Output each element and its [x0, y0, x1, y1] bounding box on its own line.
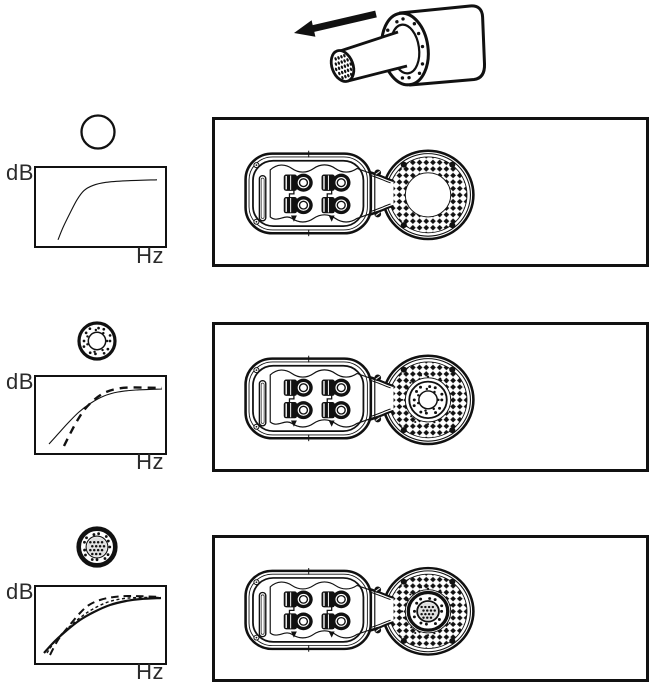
x-axis-label: Hz: [136, 243, 164, 268]
removal-arrow-icon: [294, 10, 377, 37]
microphone-drawing: [244, 566, 475, 656]
x-axis-label: Hz: [136, 449, 164, 474]
capsule-face-open-icon: [80, 114, 116, 150]
capsule-face-full-screen-icon: [76, 526, 118, 568]
frequency-response-plot: [34, 585, 167, 665]
frequency-response-plot: [34, 375, 167, 455]
microphone-drawing: [244, 354, 475, 446]
y-axis-label: dB: [6, 160, 34, 185]
x-axis-label: Hz: [136, 659, 164, 684]
capsule-face-ring-screen-icon: [77, 321, 117, 361]
capsule-removal-illustration: [294, 4, 487, 87]
capsule-stem: [329, 30, 408, 83]
y-axis-label: dB: [6, 369, 34, 394]
frequency-response-plot: [34, 166, 167, 248]
microphone-illustration-panel: [212, 117, 649, 267]
microphone-drawing: [244, 149, 475, 241]
microphone-illustration-panel: [212, 535, 649, 682]
microphone-illustration-panel: [212, 322, 649, 472]
y-axis-label: dB: [6, 579, 34, 604]
